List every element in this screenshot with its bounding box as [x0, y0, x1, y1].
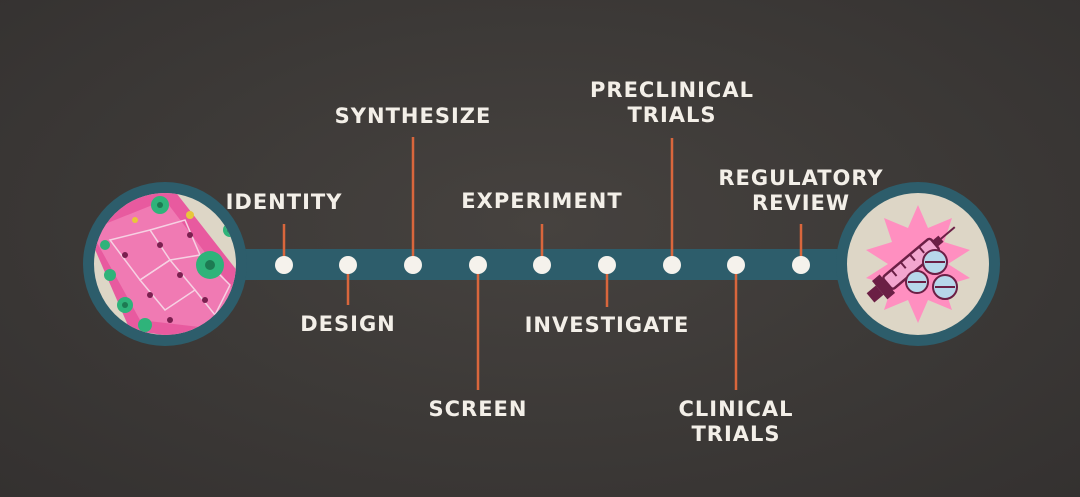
step-label-line: CLINICAL [678, 397, 794, 421]
step-label: SYNTHESIZE [335, 104, 492, 129]
step-label-line: DESIGN [300, 312, 396, 336]
step-node [404, 256, 422, 274]
step-label-line: REVIEW [751, 191, 851, 215]
step-node [533, 256, 551, 274]
step-label: INVESTIGATE [525, 313, 690, 338]
step-label-line: SYNTHESIZE [334, 104, 492, 128]
step-label: IDENTITY [226, 190, 343, 215]
step-label-line: REGULATORY [718, 166, 884, 190]
step-label-line: PRECLINICAL [590, 78, 754, 102]
step-label-line: TRIALS [691, 422, 781, 446]
step-label: SCREEN [429, 397, 528, 422]
step-label-line: SCREEN [428, 397, 528, 421]
step-label-line: EXPERIMENT [461, 189, 623, 213]
step-node [339, 256, 357, 274]
step-node [275, 256, 293, 274]
step-nodes [275, 256, 810, 274]
cell-tissue-icon [83, 182, 247, 346]
step-node [727, 256, 745, 274]
step-label-line: TRIALS [627, 103, 717, 127]
step-label: DESIGN [300, 312, 396, 337]
step-label: EXPERIMENT [461, 189, 622, 214]
syringe-pills-icon [836, 182, 1000, 346]
step-label-line: INVESTIGATE [524, 313, 690, 337]
step-node [598, 256, 616, 274]
step-label-line: IDENTITY [225, 190, 343, 214]
step-node [663, 256, 681, 274]
step-node [792, 256, 810, 274]
step-node [469, 256, 487, 274]
